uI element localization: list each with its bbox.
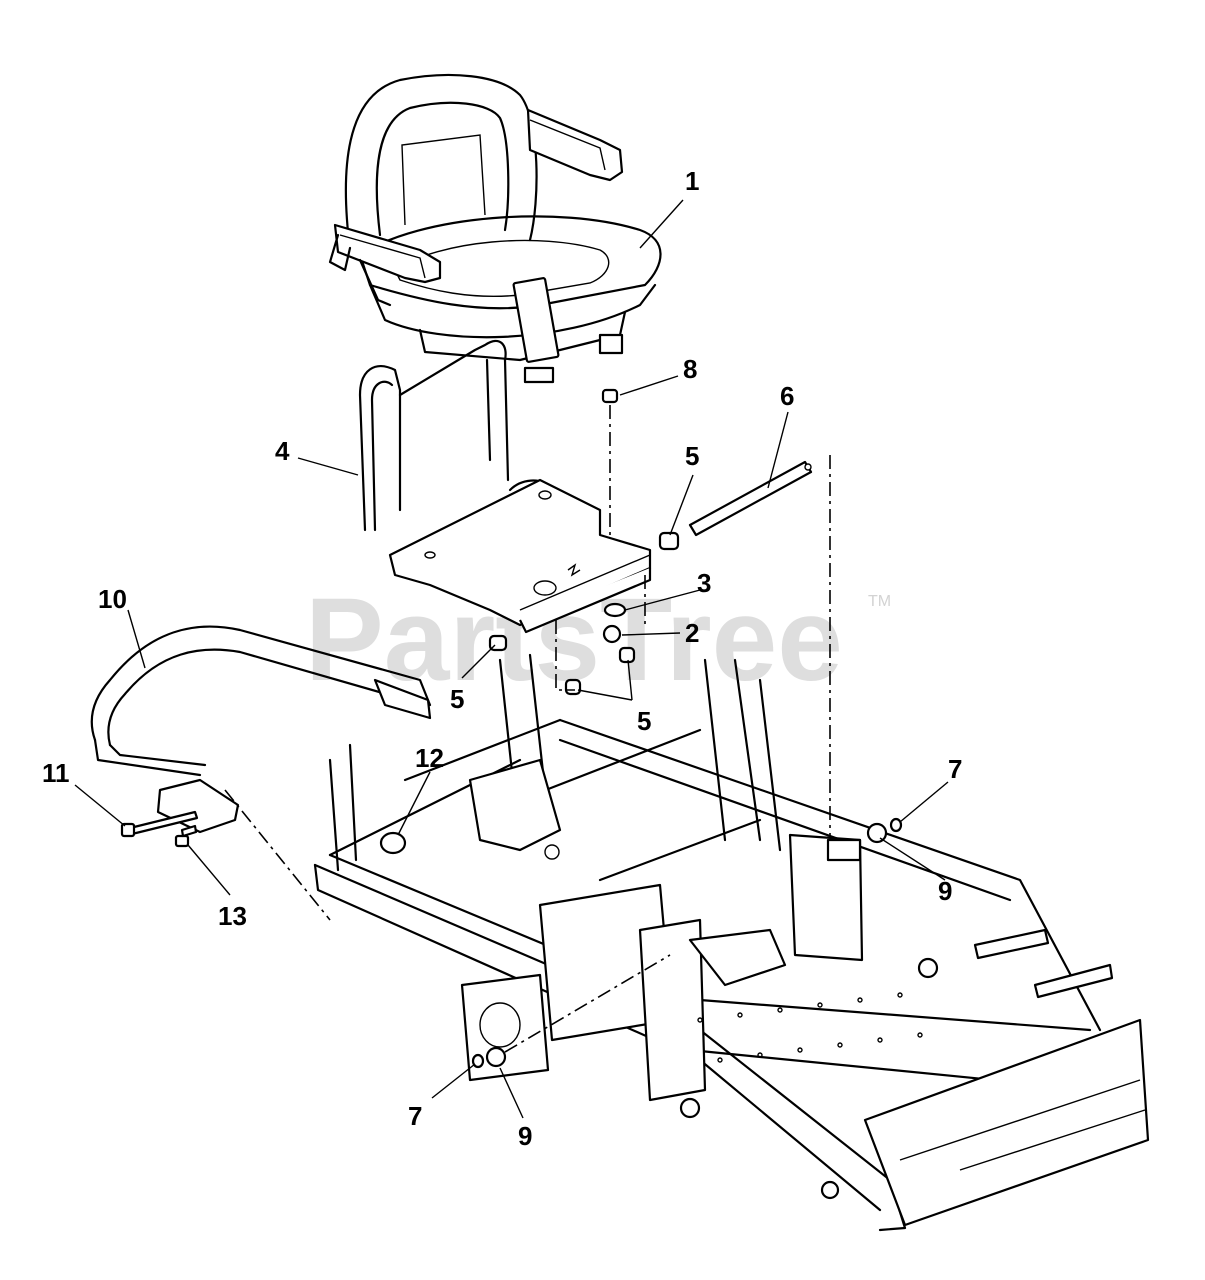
callout-7-rear: 7 xyxy=(948,754,962,784)
bolt-13[interactable] xyxy=(174,824,198,848)
callout-6: 6 xyxy=(780,381,794,411)
callout-labels: 1 8 4 5 6 3 2 5 5 10 11 12 13 7 9 7 9 xyxy=(42,166,962,1151)
watermark-trademark: TM xyxy=(868,593,891,610)
centerline-front-washer xyxy=(504,954,671,1053)
callout-5-left: 5 xyxy=(450,684,464,714)
nut-12[interactable] xyxy=(379,831,407,855)
callout-5-right: 5 xyxy=(685,441,699,471)
nut-2[interactable] xyxy=(602,624,622,644)
clip-7-rear[interactable] xyxy=(889,817,903,833)
pin-6[interactable] xyxy=(688,460,813,537)
washer-3[interactable] xyxy=(603,602,627,618)
seat-pan[interactable] xyxy=(358,339,652,634)
callout-10: 10 xyxy=(98,584,127,614)
callout-5-lower: 5 xyxy=(637,706,651,736)
callout-7-front: 7 xyxy=(408,1101,422,1131)
centerline-bushing xyxy=(555,620,575,691)
callout-1: 1 xyxy=(685,166,699,196)
spacer-8[interactable] xyxy=(601,388,619,404)
callout-3: 3 xyxy=(697,568,711,598)
callout-9-front: 9 xyxy=(518,1121,532,1151)
callout-13: 13 xyxy=(218,901,247,931)
washer-9-front[interactable] xyxy=(485,1046,507,1068)
callout-4: 4 xyxy=(275,436,290,466)
bushing-5-lower[interactable] xyxy=(564,646,636,696)
leader-lines xyxy=(74,199,949,1119)
callout-8: 8 xyxy=(683,354,697,384)
callout-9-rear: 9 xyxy=(938,876,952,906)
seat[interactable] xyxy=(328,73,662,384)
washer-9-rear[interactable] xyxy=(866,822,888,844)
centerline-bar xyxy=(224,789,331,921)
callout-2: 2 xyxy=(685,618,699,648)
bushing-5-right[interactable] xyxy=(658,531,680,551)
chassis-frame[interactable] xyxy=(313,653,1150,1232)
callout-11: 11 xyxy=(42,758,70,788)
clip-7-front[interactable] xyxy=(471,1053,485,1069)
callout-12: 12 xyxy=(415,743,444,773)
bolt-11[interactable] xyxy=(120,810,199,838)
